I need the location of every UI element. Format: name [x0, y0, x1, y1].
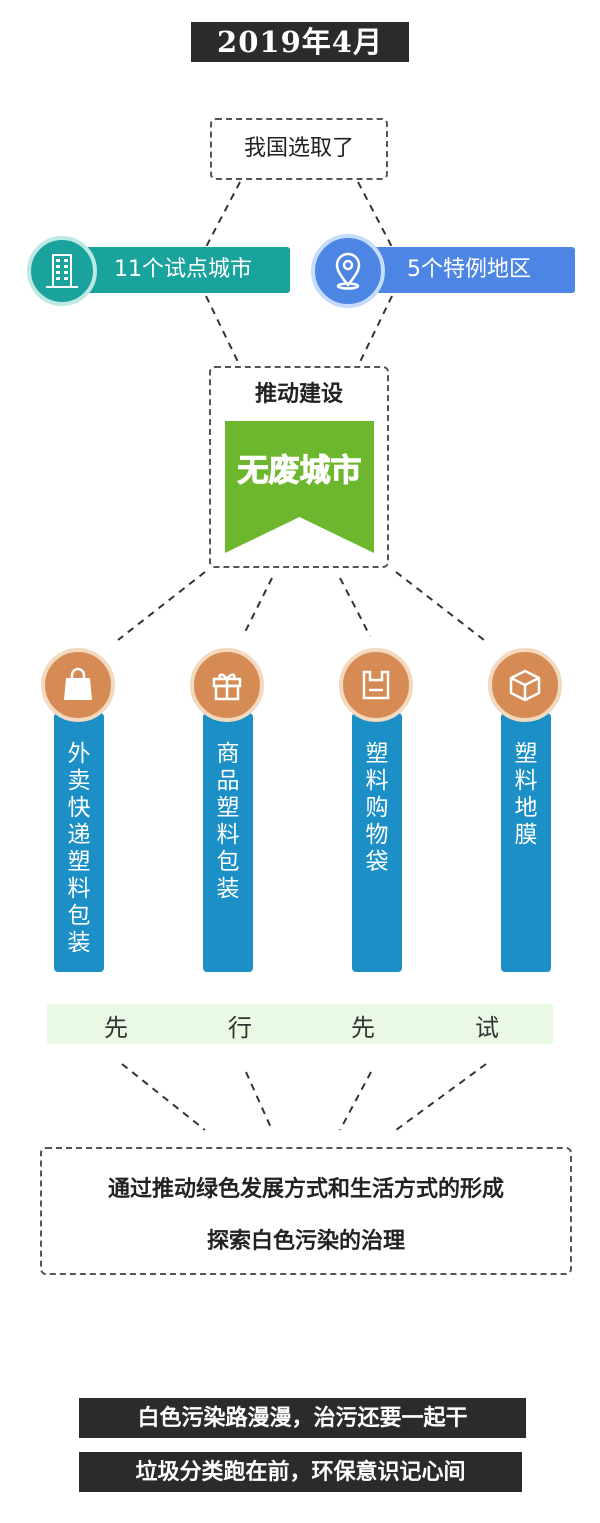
gift-box-icon: [190, 648, 264, 722]
date-banner: 2019年4月: [191, 22, 409, 62]
pilot-cities-pill: 11个试点城市: [70, 247, 290, 293]
zero-waste-banner: 无废城市: [225, 421, 374, 553]
pilot-cities-label: 11个试点城市: [114, 257, 252, 282]
category-label: 塑料购物袋: [365, 741, 389, 875]
category-label: 外卖快递塑料包装: [67, 741, 91, 956]
promote-box: [209, 366, 389, 568]
special-regions-label: 5个特例地区: [407, 257, 531, 282]
promote-label: 推动建设: [254, 382, 343, 407]
slogan-2: 垃圾分类跑在前，环保意识记心间: [79, 1452, 522, 1492]
summary-line-1: 通过推动绿色发展方式和生活方式的形成: [107, 1177, 504, 1202]
category-product-packaging: 商品塑料包装: [203, 713, 253, 972]
pilot-test-char: 试: [475, 1014, 499, 1042]
summary-line-2: 探索白色污染的治理: [206, 1229, 405, 1254]
pilot-test-char: 先: [351, 1014, 375, 1042]
location-pin-icon: [311, 234, 385, 308]
cube-icon: [488, 648, 562, 722]
category-takeout-packaging: 外卖快递塑料包装: [54, 713, 104, 972]
pilot-test-band: [47, 1004, 553, 1044]
city-building-icon: [27, 236, 97, 306]
pilot-test-char: 行: [228, 1014, 252, 1042]
slogan-1: 白色污染路漫漫，治污还要一起干: [79, 1398, 526, 1438]
category-label: 塑料地膜: [514, 741, 538, 848]
category-shopping-bags: 塑料购物袋: [352, 713, 402, 972]
shopping-bag-icon: [41, 648, 115, 722]
summary-box: [40, 1147, 572, 1275]
selection-box: 我国选取了: [210, 118, 388, 180]
plastic-bag-icon: [339, 648, 413, 722]
category-label: 商品塑料包装: [216, 741, 240, 902]
zero-waste-banner-text: 无废城市: [238, 453, 362, 489]
category-mulch-film: 塑料地膜: [501, 713, 551, 972]
pilot-test-char: 先: [104, 1014, 128, 1042]
